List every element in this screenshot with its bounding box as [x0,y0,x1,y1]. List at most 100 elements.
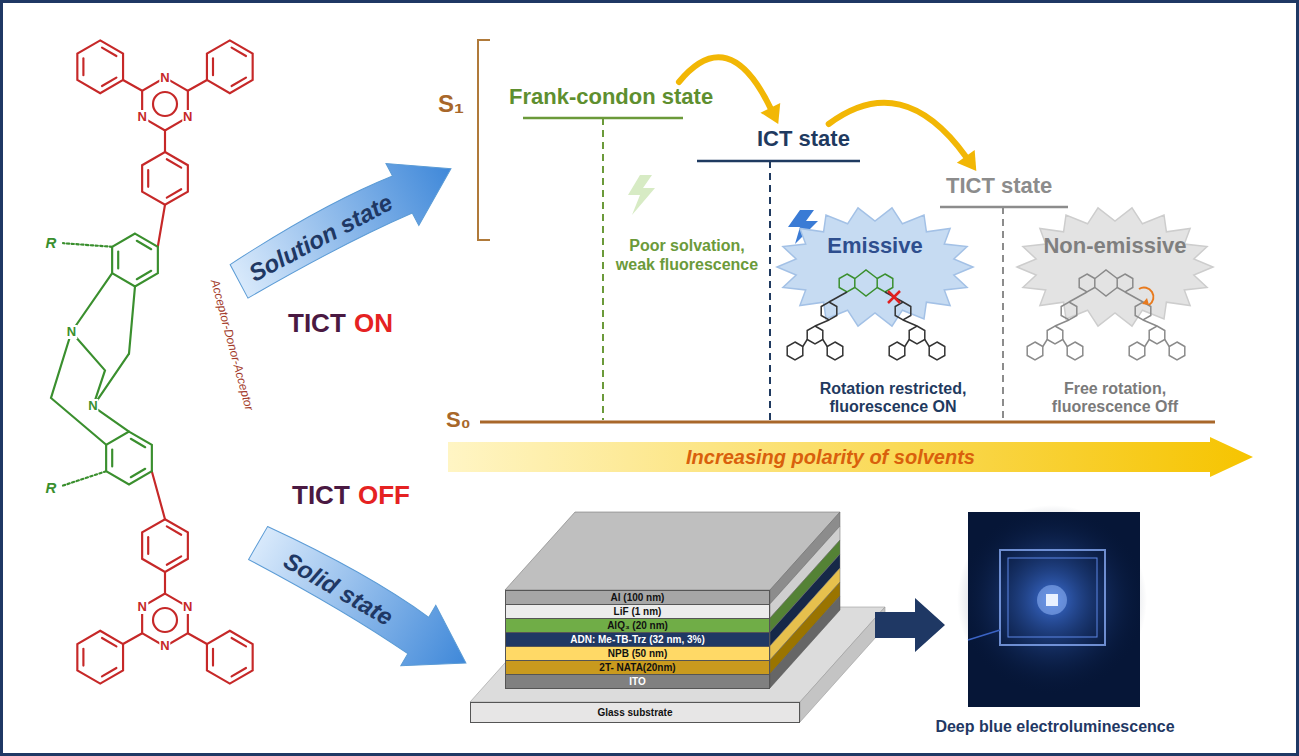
node-text: Increasing polarity of solvents [686,445,975,469]
note: Poor solvation, weak fluorescence [610,236,764,274]
state-arrow: Solid state [241,513,484,694]
bond [158,205,165,247]
bond [71,332,105,406]
photo-pixel [1046,594,1058,606]
star-shape [1015,205,1215,330]
arene-ring [106,432,152,485]
node-text: TICT state [946,173,1052,199]
atom-label: N [136,110,147,124]
photo-glow [957,505,1147,695]
bond [925,340,929,347]
band-outline [448,437,1253,477]
phenyl-ring [77,40,123,93]
molecule-caption: Acceptor-Donor-Acceptor [208,278,257,412]
arrow-outline [241,513,484,694]
hashed-bond [63,471,106,485]
star-shape [775,205,975,330]
phenyl-ring [142,519,188,572]
note: Rotation restricted, fluorescence ON [812,380,974,415]
ring [1149,326,1165,344]
ring [877,274,893,292]
ring [1169,342,1185,360]
state-bracket [478,40,490,240]
node-text: NPB (50 nm) [608,647,667,660]
donor [51,234,158,486]
device-layer: ADN: Me-TB-Trz (32 nm, 3%) [505,632,770,647]
decay-line [602,118,604,420]
node-text: Glass substrate [597,703,672,722]
transition-arrow [829,103,977,171]
substituent-label: R [46,479,57,497]
donor [839,270,893,296]
bond [855,270,877,279]
bond [152,471,165,519]
state-label: S₀ [446,407,471,433]
hashed-bond [63,243,112,247]
device-layer: AlQ₃ (20 nm) [505,618,770,633]
bond [1063,340,1067,347]
energy-level: TICT state [942,171,1056,201]
atom-label: N [87,399,98,413]
bond [51,332,106,445]
bond [1055,320,1069,326]
note: Free rotation, fluorescence Off [1040,380,1190,415]
ring [787,342,803,360]
atom-label: N [182,110,193,124]
emission-burst: Non-emissive [1015,205,1215,330]
decay-line [769,161,771,420]
decay-line [1002,207,1004,420]
photo-wire [968,630,1000,640]
ring [889,342,905,360]
substituent-label: R [46,234,57,252]
polarity-arrow: Increasing polarity of solvents [448,437,1253,477]
ring [929,342,945,360]
arrow-head [760,103,780,124]
device-layer: 2T- NATA(20nm) [505,660,770,675]
bond [1095,270,1117,279]
atom-label: N [159,71,170,85]
node-text: AlQ₃ (20 nm) [607,619,668,632]
ring [909,326,925,344]
device-layer: Al (100 nm) [505,590,770,605]
mode-label: OFF [358,480,410,511]
node-text: Solution state [244,188,398,288]
photo-device [1000,550,1105,645]
atom-label: N [66,325,77,339]
bond [1069,292,1087,302]
device-layer: ITO [505,674,770,689]
energy-level: Frank-condon state [505,82,717,112]
block-cross [888,291,900,303]
bond [1145,340,1149,347]
rotation-arrow [1139,288,1153,305]
atom-label: N [136,600,147,614]
node-text: ADN: Me-TB-Trz (32 nm, 3%) [570,633,704,646]
mode-label: TICT [292,480,350,511]
state-arrow: Solution state [223,138,468,312]
bond [164,572,166,594]
substrate-layer: Glass substrate [470,702,800,723]
ring [1129,342,1145,360]
node-text: ITO [629,675,645,688]
node-text: 2T- NATA(20nm) [599,661,675,674]
bond [1125,292,1143,302]
bond [71,273,112,332]
bond [1143,320,1157,326]
ring [895,302,911,320]
mode-label: TICT [288,308,346,339]
phenyl-ring [207,631,253,684]
bond [829,292,847,302]
ring [1067,342,1083,360]
bond [885,292,903,302]
mini-molecule [787,270,945,360]
layer-side [770,582,840,674]
node-text: Al (100 nm) [611,591,665,604]
phenyl-ring [207,40,253,93]
acceptor [787,292,945,360]
bond [188,80,207,91]
level-line [697,160,860,163]
atom-label: N [182,600,193,614]
node-text: Emissive [827,233,922,259]
